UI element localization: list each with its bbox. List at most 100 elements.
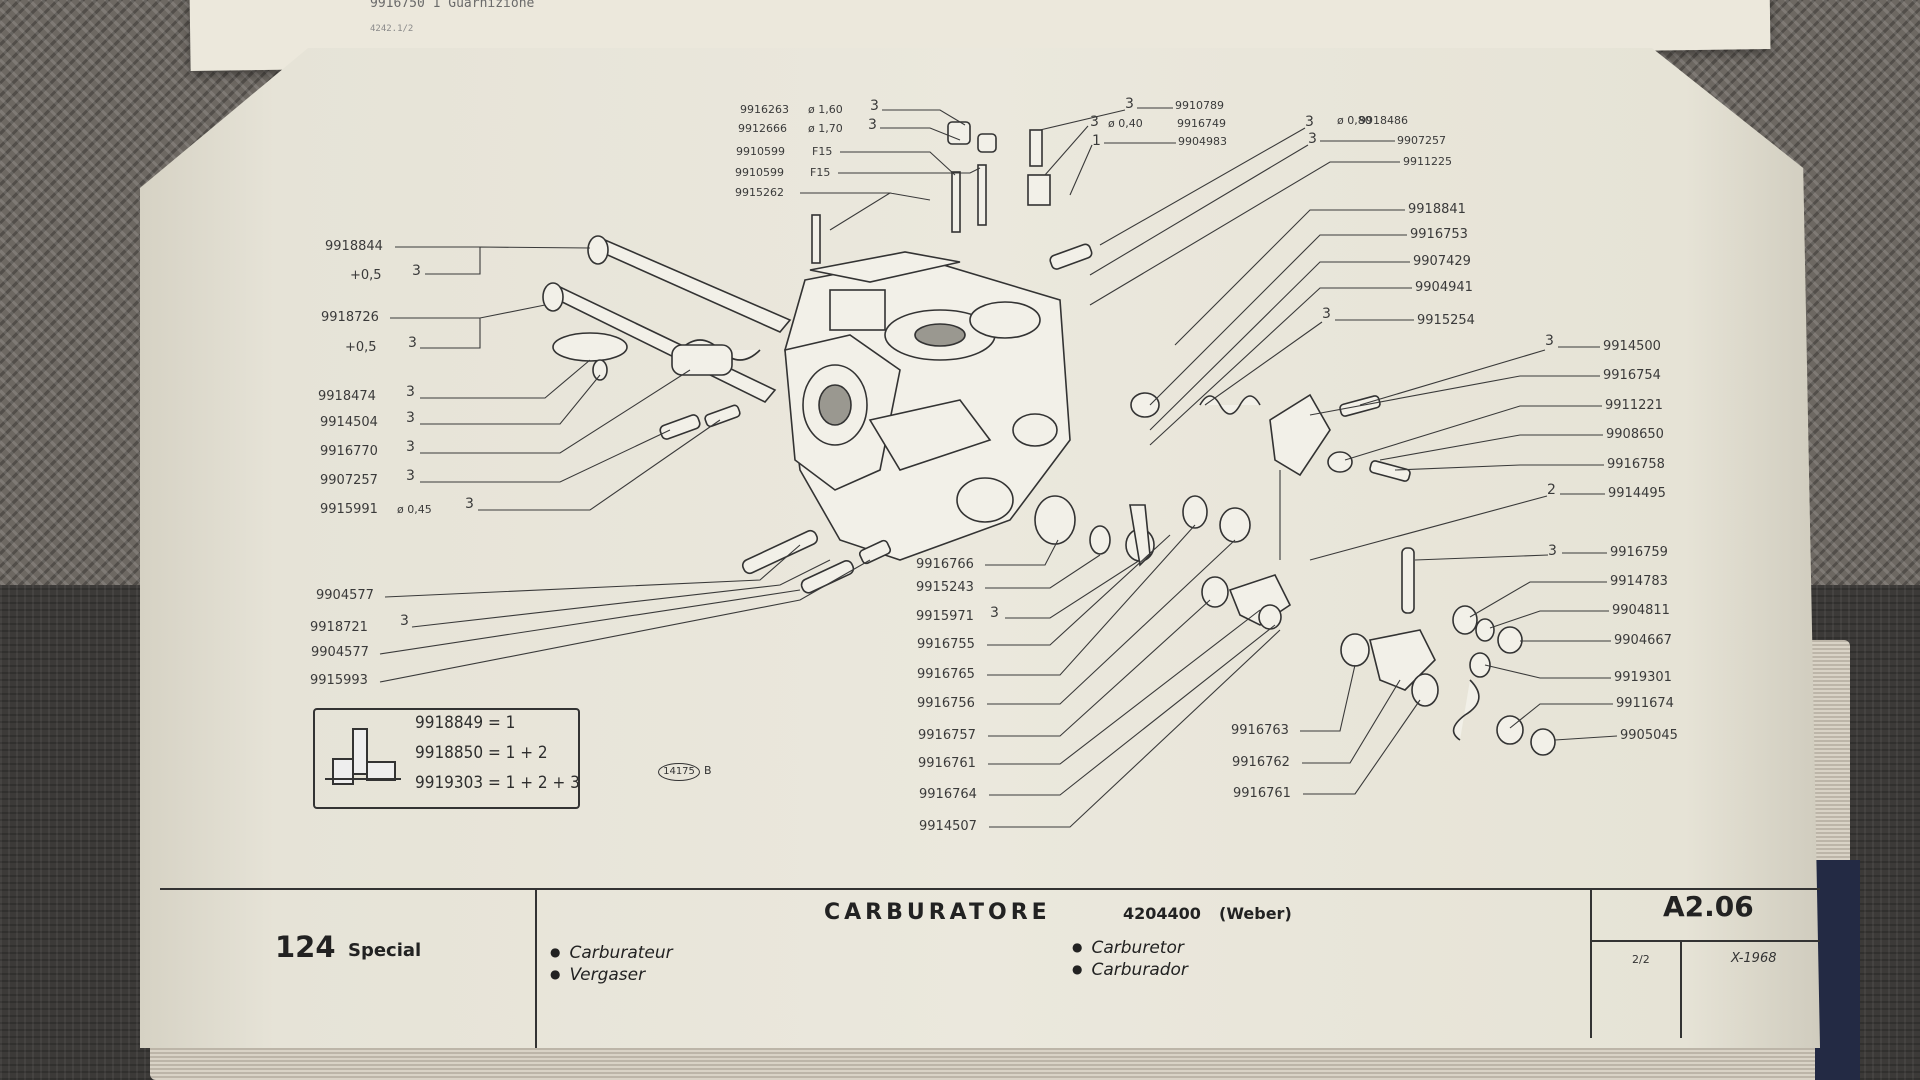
callout-spec: ø 1,60: [808, 103, 843, 116]
callout-code: 9916761: [1233, 786, 1291, 801]
center-callouts: 9916766 9915243 9915971 3 9916755 991676…: [916, 524, 1281, 834]
callout-code: 9916755: [917, 637, 975, 652]
footer-table: [160, 888, 1820, 1048]
part-code: 4204400: [1123, 904, 1201, 923]
page-title: CARBURATORE: [824, 900, 1051, 925]
translation-english: Carburetor: [1072, 938, 1183, 958]
callout-code: 9914504: [320, 415, 378, 430]
callout-code: 9912666: [738, 122, 787, 135]
callout-code: 9916754: [1603, 368, 1661, 383]
callout-spec: ø 0,45: [397, 503, 432, 516]
callout-code: 9907429: [1413, 254, 1471, 269]
callout-code: 9904983: [1178, 135, 1227, 148]
figure-reference-number: 14175: [658, 763, 700, 781]
callout-qty: 3: [870, 98, 879, 114]
callout-code: 9916763: [1231, 723, 1289, 738]
callout-spec: ø 1,70: [808, 122, 843, 135]
footer-divider: [1590, 888, 1592, 1038]
callout-qty: 3: [868, 117, 877, 133]
callout-code: 9910599: [736, 145, 785, 158]
callout-code: 9907257: [1397, 134, 1446, 147]
callout-qty: 3: [1545, 333, 1554, 349]
throttle-linkage: [1034, 392, 1556, 756]
callout-qty: 3: [406, 410, 415, 426]
callout-qty: 1: [1092, 133, 1101, 149]
translation-spanish: Carburador: [1072, 960, 1187, 980]
top-callouts: 9916263 ø 1,60 3 9912666 ø 1,70 3 991059…: [735, 98, 981, 231]
callout-qty: 3: [400, 613, 409, 629]
callout-code: 9911674: [1616, 696, 1674, 711]
callout-code: 9914500: [1603, 339, 1661, 354]
footer-divider: [1680, 940, 1682, 1038]
book-cover-edge: [1815, 860, 1860, 1080]
callout-qty: 3: [1090, 114, 1099, 130]
callout-code: 9918844: [325, 239, 383, 254]
translation-german: Vergaser: [550, 965, 645, 985]
callout-code: 9916765: [917, 667, 975, 682]
callout-code: 9904941: [1415, 280, 1473, 295]
callout-qty: 3: [412, 263, 421, 279]
bottom-right-callouts: 9916763 9916762 9916761: [1231, 664, 1421, 801]
sheet-code: A2.06: [1663, 890, 1754, 923]
callout-code: 9918486: [1359, 114, 1408, 127]
callout-code: 9916770: [320, 444, 378, 459]
callout-code: 9918726: [321, 310, 379, 325]
callout-code: 9918474: [318, 389, 376, 404]
callout-code: 9915243: [916, 580, 974, 595]
callout-code: +0,5: [350, 268, 382, 283]
callout-code: 9916766: [916, 557, 974, 572]
model-name: Special: [348, 940, 422, 961]
callout-code: 9904667: [1614, 633, 1672, 648]
callout-qty: 3: [406, 468, 415, 484]
callout-code: 9919301: [1614, 670, 1672, 685]
callout-qty: 3: [1125, 96, 1134, 112]
callout-code: 9915993: [310, 673, 368, 688]
callout-code: 9904577: [311, 645, 369, 660]
callout-code: 9905045: [1620, 728, 1678, 743]
callout-code: 9918721: [310, 620, 368, 635]
callout-qty: 3: [465, 496, 474, 512]
kit-line-3: 9919303 = 1 + 2 + 3: [415, 773, 580, 793]
footer-divider: [1590, 940, 1820, 942]
callout-code: 9915971: [916, 609, 974, 624]
callout-qty: 3: [1308, 131, 1317, 147]
callout-code: 9910599: [735, 166, 784, 179]
footer-divider: [535, 888, 537, 1048]
callout-qty: 2: [1547, 482, 1556, 498]
callout-code: 9916756: [917, 696, 975, 711]
callout-qty: 3: [406, 384, 415, 400]
right-callouts: 9918841 9916753 9907429 9904941 3 991525…: [1149, 202, 1678, 743]
callout-code: 9916749: [1177, 117, 1226, 130]
sheet-date: X-1968: [1731, 951, 1777, 966]
sheet-page: 2/2: [1632, 953, 1650, 966]
callout-code: 9915991: [320, 502, 378, 517]
previous-page-text: 9916750 1 Guarnizione: [370, 0, 535, 11]
model-number: 124: [275, 930, 336, 964]
callout-code: 9914507: [919, 819, 977, 834]
callout-qty: 3: [1305, 114, 1314, 130]
callout-code: 9916759: [1610, 545, 1668, 560]
callout-spec: ø 0,40: [1108, 117, 1143, 130]
kit-parts-icon: [325, 728, 401, 785]
callout-spec: ø 0,80: [1337, 114, 1372, 127]
callout-spec: F15: [810, 166, 830, 179]
left-callouts: 9918844 +0,5 3 9918726 +0,5 3 9918474 3 …: [310, 239, 871, 688]
callout-code: 9916263: [740, 103, 789, 116]
callout-qty: 3: [990, 605, 999, 621]
callout-qty: 3: [406, 439, 415, 455]
callout-code: 9911221: [1605, 398, 1663, 413]
callout-code: 9916757: [918, 728, 976, 743]
callout-qty: 3: [1548, 543, 1557, 559]
idle-jet-holders: [542, 235, 892, 594]
callout-code: 9904811: [1612, 603, 1670, 618]
callout-code: 9914495: [1608, 486, 1666, 501]
callout-code: 9916762: [1232, 755, 1290, 770]
kit-line-2: 9918850 = 1 + 2: [415, 743, 548, 763]
carburetor-body: [784, 251, 1071, 561]
callout-code: 9916764: [919, 787, 977, 802]
top-right-callouts: 3 9910789 3 ø 0,40 9916749 1 9904983 3 ø…: [1039, 96, 1452, 306]
part-brand: (Weber): [1219, 904, 1292, 923]
callout-code: 9910789: [1175, 99, 1224, 112]
callout-code: 9918841: [1408, 202, 1466, 217]
